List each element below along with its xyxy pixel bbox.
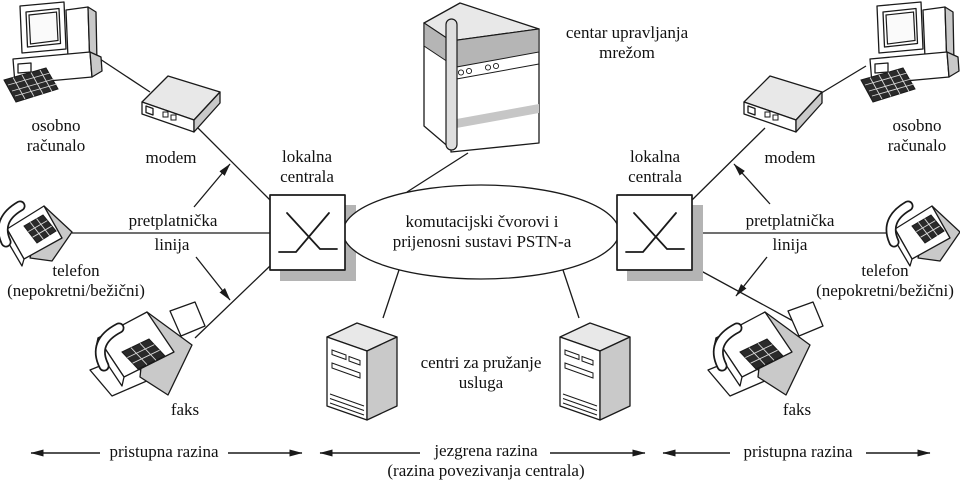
arrow-subscriber-down-right [735,256,768,297]
arrow-subscriber-down-left [195,256,231,301]
line-modem-computer-right [817,65,867,96]
line-exchange-fax-right [691,265,796,323]
computer-icon-left [3,1,103,103]
server-tower-icon-left [326,322,398,421]
exchange-box-left [269,194,346,271]
fax-icon-left [90,302,205,396]
modem-icon-left [141,75,221,133]
management-cabinet-icon [423,2,540,153]
connection-lines [72,58,891,339]
line-modem-exchange-left [196,126,272,202]
arrow-subscriber-up-left [193,163,231,208]
computer-icon-right [860,1,960,103]
line-computer-modem-left [99,58,151,93]
line-exchange-modem-right [690,127,766,202]
line-exchange-fax-left [194,265,271,339]
telephone-icon-right [891,206,960,266]
fax-icon-right [708,302,823,396]
telephone-icon-left [3,206,72,266]
pointer-arrows [193,163,771,301]
modem-icon-right [743,75,823,133]
exchange-box-right [616,194,693,271]
pstn-ellipse [342,184,620,280]
line-cloud-server-right [562,269,580,319]
line-cloud-server-left [382,269,400,319]
line-cabinet-cloud [406,152,469,193]
server-tower-icon-right [559,322,631,421]
arrow-subscriber-up-right [733,163,771,205]
